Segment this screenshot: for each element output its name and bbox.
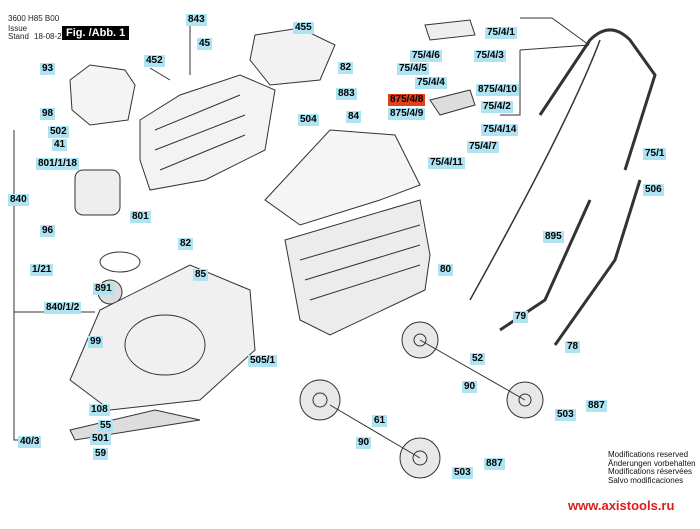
deck (69, 264, 256, 411)
handle-cover (424, 19, 476, 41)
part-label[interactable]: 501 (90, 433, 111, 445)
switch-housing (429, 89, 476, 116)
part-label[interactable]: 80 (438, 264, 454, 276)
part-label[interactable]: 506 (643, 184, 664, 196)
part-label[interactable]: 505/1 (248, 355, 278, 367)
note-de: Änderungen vorbehalten (608, 458, 696, 468)
part-label[interactable]: 75/4/5 (397, 63, 429, 75)
website-link[interactable]: www.axistools.ru (568, 498, 675, 513)
part-label[interactable]: 85 (193, 269, 209, 281)
part-label[interactable]: 875/4/8 (388, 94, 426, 106)
motor-cover (69, 64, 136, 126)
part-label[interactable]: 98 (40, 108, 56, 120)
part-label[interactable]: 75/4/6 (410, 50, 442, 62)
part-label[interactable]: 78 (565, 341, 581, 353)
bracket-75-4 (500, 17, 590, 116)
grassbox-lid (264, 129, 421, 226)
upper-handle (538, 28, 657, 171)
part-label[interactable]: 79 (513, 311, 529, 323)
part-label[interactable]: 84 (346, 111, 362, 123)
part-label[interactable]: 75/1 (643, 148, 667, 160)
bracket-840 (13, 130, 20, 441)
part-label[interactable]: 503 (555, 409, 576, 421)
part-label[interactable]: 801/1/18 (36, 158, 79, 170)
part-label[interactable]: 108 (89, 404, 110, 416)
part-label[interactable]: 887 (586, 400, 607, 412)
figure-title: Fig. /Abb. 1 (62, 26, 130, 40)
part-label[interactable]: 93 (40, 63, 56, 75)
part-label[interactable]: 75/4/11 (428, 157, 465, 169)
date: 18-08-21 (34, 32, 67, 41)
note-fr: Modifications réservées (608, 467, 693, 476)
part-label[interactable]: 891 (93, 283, 114, 295)
switch-cover (249, 27, 336, 86)
stand-label: Stand (8, 32, 29, 41)
lower-handle (553, 179, 642, 346)
part-label[interactable]: 90 (462, 381, 478, 393)
part-label[interactable]: 801 (130, 211, 151, 223)
part-label[interactable]: 61 (372, 415, 388, 427)
part-label[interactable]: 40/3 (18, 436, 42, 448)
upper-housing (139, 74, 276, 191)
part-label[interactable]: 503 (452, 467, 473, 479)
part-label[interactable]: 883 (336, 88, 357, 100)
part-label[interactable]: 52 (470, 353, 486, 365)
wheel (299, 379, 341, 421)
part-label[interactable]: 1/21 (30, 264, 54, 276)
blade (69, 409, 201, 441)
motor (74, 169, 121, 216)
grassbox (284, 199, 431, 336)
part-label[interactable]: 895 (543, 231, 564, 243)
part-label[interactable]: 75/4/4 (415, 77, 447, 89)
note-en: Modifications reserved (608, 450, 689, 459)
part-label[interactable]: 96 (40, 225, 56, 237)
note-es: Salvo modificaciones (608, 475, 684, 485)
cable (469, 39, 601, 301)
part-label[interactable]: 90 (356, 437, 372, 449)
part-label[interactable]: 455 (293, 22, 314, 34)
part-label[interactable]: 59 (93, 448, 109, 460)
part-label[interactable]: 875/4/9 (388, 108, 426, 120)
part-label[interactable]: 504 (298, 114, 319, 126)
part-label[interactable]: 75/4/3 (474, 50, 506, 62)
belt (99, 251, 141, 273)
part-label[interactable]: 99 (88, 336, 104, 348)
part-label[interactable]: 82 (338, 62, 354, 74)
part-label[interactable]: 82 (178, 238, 194, 250)
doc-number: 3600 H85 B00 (8, 14, 60, 23)
part-label[interactable]: 41 (52, 139, 68, 151)
part-label[interactable]: 840 (8, 194, 29, 206)
part-label[interactable]: 45 (197, 38, 213, 50)
part-label[interactable]: 843 (186, 14, 207, 26)
part-label[interactable]: 875/4/10 (476, 84, 519, 96)
part-label[interactable]: 502 (48, 126, 69, 138)
issue-label: Issue (8, 24, 28, 33)
part-label[interactable]: 887 (484, 458, 505, 470)
modification-notes: Modifications reserved Änderungen vorbeh… (608, 450, 696, 485)
part-label[interactable]: 452 (144, 55, 165, 67)
part-label[interactable]: 75/4/2 (481, 101, 513, 113)
part-label[interactable]: 55 (98, 420, 114, 432)
part-label[interactable]: 75/4/7 (467, 141, 499, 153)
part-label[interactable]: 75/4/14 (481, 124, 519, 136)
part-label[interactable]: 840/1/2 (44, 302, 82, 314)
part-label[interactable]: 75/4/1 (485, 27, 517, 39)
